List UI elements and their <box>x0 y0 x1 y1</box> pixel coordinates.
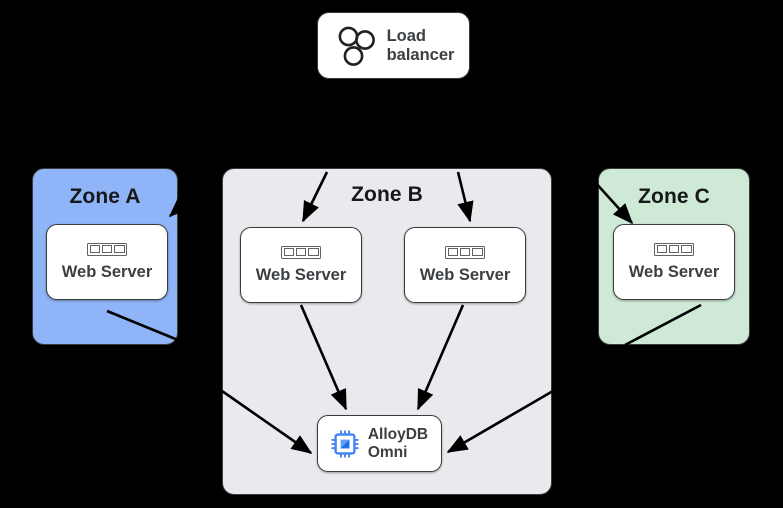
web-server-label: Web Server <box>419 265 511 284</box>
web-server-node-zone-a[interactable]: Web Server <box>46 224 168 300</box>
cpu-chip-icon <box>331 430 359 457</box>
alloydb-label-group: AlloyDB Omni <box>368 426 428 461</box>
server-rack-icon <box>281 245 321 259</box>
alloydb-label-line2: Omni <box>367 443 408 461</box>
load-balancer-label-line2: balancer <box>386 45 455 64</box>
load-balancer-node[interactable]: Load balancer <box>317 12 470 79</box>
web-server-label: Web Server <box>61 262 153 281</box>
zone-b-label: Zone B <box>351 183 423 206</box>
web-server-label: Web Server <box>628 262 720 281</box>
web-server-node-zone-c[interactable]: Web Server <box>613 224 735 300</box>
web-server-node-zone-b-2[interactable]: Web Server <box>404 227 526 303</box>
load-balancer-label-line1: Load <box>386 27 426 46</box>
zone-a-label: Zone A <box>69 185 141 208</box>
alloydb-label-line1: AlloyDB <box>367 426 429 444</box>
web-server-label: Web Server <box>255 265 347 284</box>
load-balancer-label-group: Load balancer <box>387 27 455 64</box>
server-rack-icon <box>654 242 694 256</box>
web-server-node-zone-b-1[interactable]: Web Server <box>240 227 362 303</box>
alloydb-omni-node[interactable]: AlloyDB Omni <box>317 415 442 472</box>
server-rack-icon <box>87 242 127 256</box>
load-balancer-circles-icon <box>338 26 375 66</box>
server-rack-icon <box>445 245 485 259</box>
zone-c-label: Zone C <box>638 185 710 208</box>
